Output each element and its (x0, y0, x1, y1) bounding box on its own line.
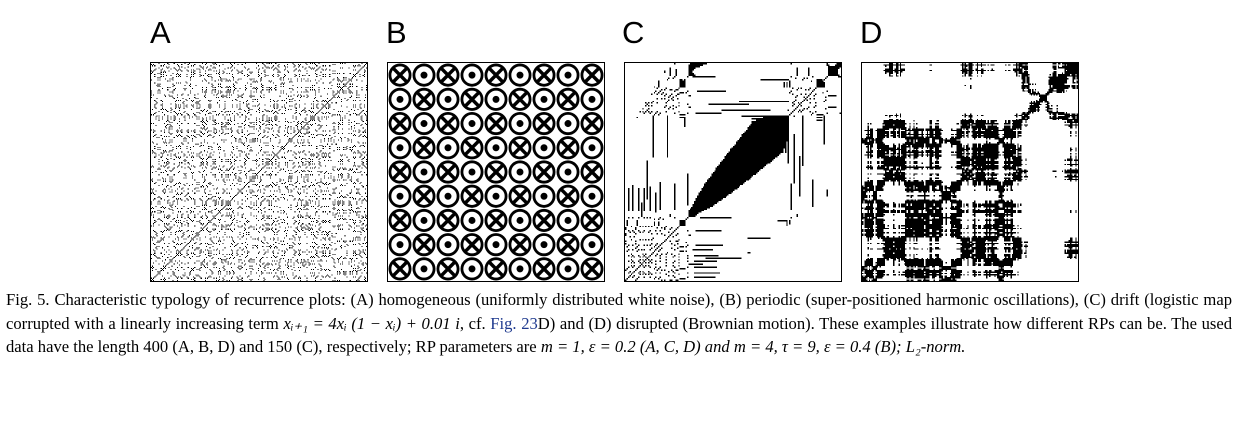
recurrence-points-c (625, 63, 841, 281)
recurrence-points-a (151, 63, 367, 281)
caption-formula: xᵢ₊₁ = 4xᵢ (1 − xᵢ) + 0.01 i (283, 313, 460, 333)
caption-fig-label: Fig. 5. (6, 290, 50, 309)
caption-parameters: m = 1, ε = 0.2 (A, C, D) and m = 4, τ = … (540, 337, 966, 356)
caption-text-2: , cf. (459, 313, 491, 333)
recurrence-plot-b-canvas (388, 63, 604, 281)
panel-label-a: A (150, 15, 171, 50)
recurrence-plot-c (624, 62, 842, 282)
caption-text-3: D) and (D) disrupted (Brownian motion). … (6, 313, 1233, 357)
panel-label-d: D (860, 15, 883, 50)
recurrence-plot-c-canvas (625, 63, 841, 281)
figure-reference-link[interactable]: Fig. 23 (490, 313, 538, 333)
recurrence-plot-d (861, 62, 1079, 282)
recurrence-plot-d-canvas (862, 63, 1078, 281)
recurrence-plot-a (150, 62, 368, 282)
panel-label-b: B (386, 15, 407, 50)
caption-text-1: Characteristic typology of recurrence pl… (6, 290, 1232, 333)
recurrence-plot-b (387, 62, 605, 282)
figure-caption: Fig. 5. Characteristic typology of recur… (6, 288, 1232, 359)
recurrence-pattern-b (388, 63, 604, 281)
recurrence-points-d (862, 63, 1078, 281)
recurrence-plot-a-canvas (151, 63, 367, 281)
panel-label-c: C (622, 15, 645, 50)
